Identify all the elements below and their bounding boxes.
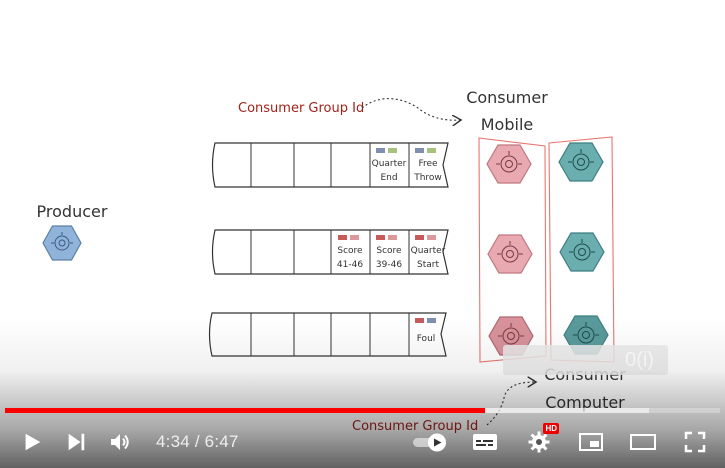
current-time: 4:34 xyxy=(156,432,190,451)
duration: 6:47 xyxy=(204,432,239,451)
gear-icon xyxy=(528,431,550,453)
event-free-throw-line2: Throw xyxy=(413,173,442,183)
play-icon xyxy=(25,433,41,451)
mobile-consumer-1 xyxy=(486,144,532,184)
theater-mode-icon xyxy=(630,434,656,450)
volume-icon xyxy=(111,434,129,450)
autoplay-toggle-icon xyxy=(413,433,446,452)
consumer-group-id-label-top: Consumer Group Id xyxy=(238,101,364,116)
next-button[interactable] xyxy=(54,420,98,464)
consumer-mobile-label-line1: Consumer xyxy=(466,88,548,107)
partition-row-2: Score 41-46 Score 39-46 Quarter Start xyxy=(211,229,449,275)
partition-row-3: Foul xyxy=(208,312,447,357)
theater-mode-button[interactable] xyxy=(621,420,665,464)
consumer-mobile-label-line2: Mobile xyxy=(481,115,533,134)
event-foul: Foul xyxy=(417,334,436,344)
settings-button[interactable]: HD xyxy=(517,420,561,464)
producer-label: Producer xyxy=(37,202,108,221)
computer-consumer-2 xyxy=(559,232,605,272)
subtitles-icon xyxy=(473,434,497,450)
progress-bar[interactable] xyxy=(5,408,720,413)
mute-button[interactable] xyxy=(98,420,142,464)
skip-next-icon xyxy=(68,433,85,451)
overlay-watermark: 0(i) xyxy=(503,345,668,375)
player-controls: 4:34 / 6:47 HD xyxy=(0,420,725,464)
progress-played xyxy=(5,408,486,413)
computer-consumer-1 xyxy=(558,142,604,182)
miniplayer-icon xyxy=(579,433,603,451)
fullscreen-button[interactable] xyxy=(673,420,717,464)
mobile-consumer-2 xyxy=(487,234,533,274)
event-quarter-end-line2: End xyxy=(380,173,397,183)
event-free-throw-line1: Free xyxy=(418,159,438,169)
event-quarter-end-line1: Quarter xyxy=(372,159,407,169)
group-id-arrow-bottom xyxy=(486,382,535,426)
group-id-arrow-top xyxy=(361,98,460,121)
fullscreen-icon xyxy=(684,431,706,453)
event-score-39-46-line2: 39-46 xyxy=(376,260,402,270)
miniplayer-button[interactable] xyxy=(569,420,613,464)
event-score-41-46-line1: Score xyxy=(337,246,363,256)
producer-node xyxy=(42,225,82,261)
subtitles-button[interactable] xyxy=(463,420,507,464)
partition-row-1: Quarter End Free Throw xyxy=(211,142,449,188)
time-display: 4:34 / 6:47 xyxy=(156,432,239,452)
event-quarter-start-line1: Quarter xyxy=(411,246,446,256)
hd-badge: HD xyxy=(543,423,559,434)
watermark-text: 0(i) xyxy=(625,348,654,371)
time-separator: / xyxy=(189,432,205,451)
autoplay-toggle[interactable] xyxy=(405,420,457,464)
play-button[interactable] xyxy=(10,420,54,464)
event-score-39-46-line1: Score xyxy=(376,246,402,256)
event-score-41-46-line2: 41-46 xyxy=(337,260,363,270)
event-quarter-start-line2: Start xyxy=(417,260,439,270)
